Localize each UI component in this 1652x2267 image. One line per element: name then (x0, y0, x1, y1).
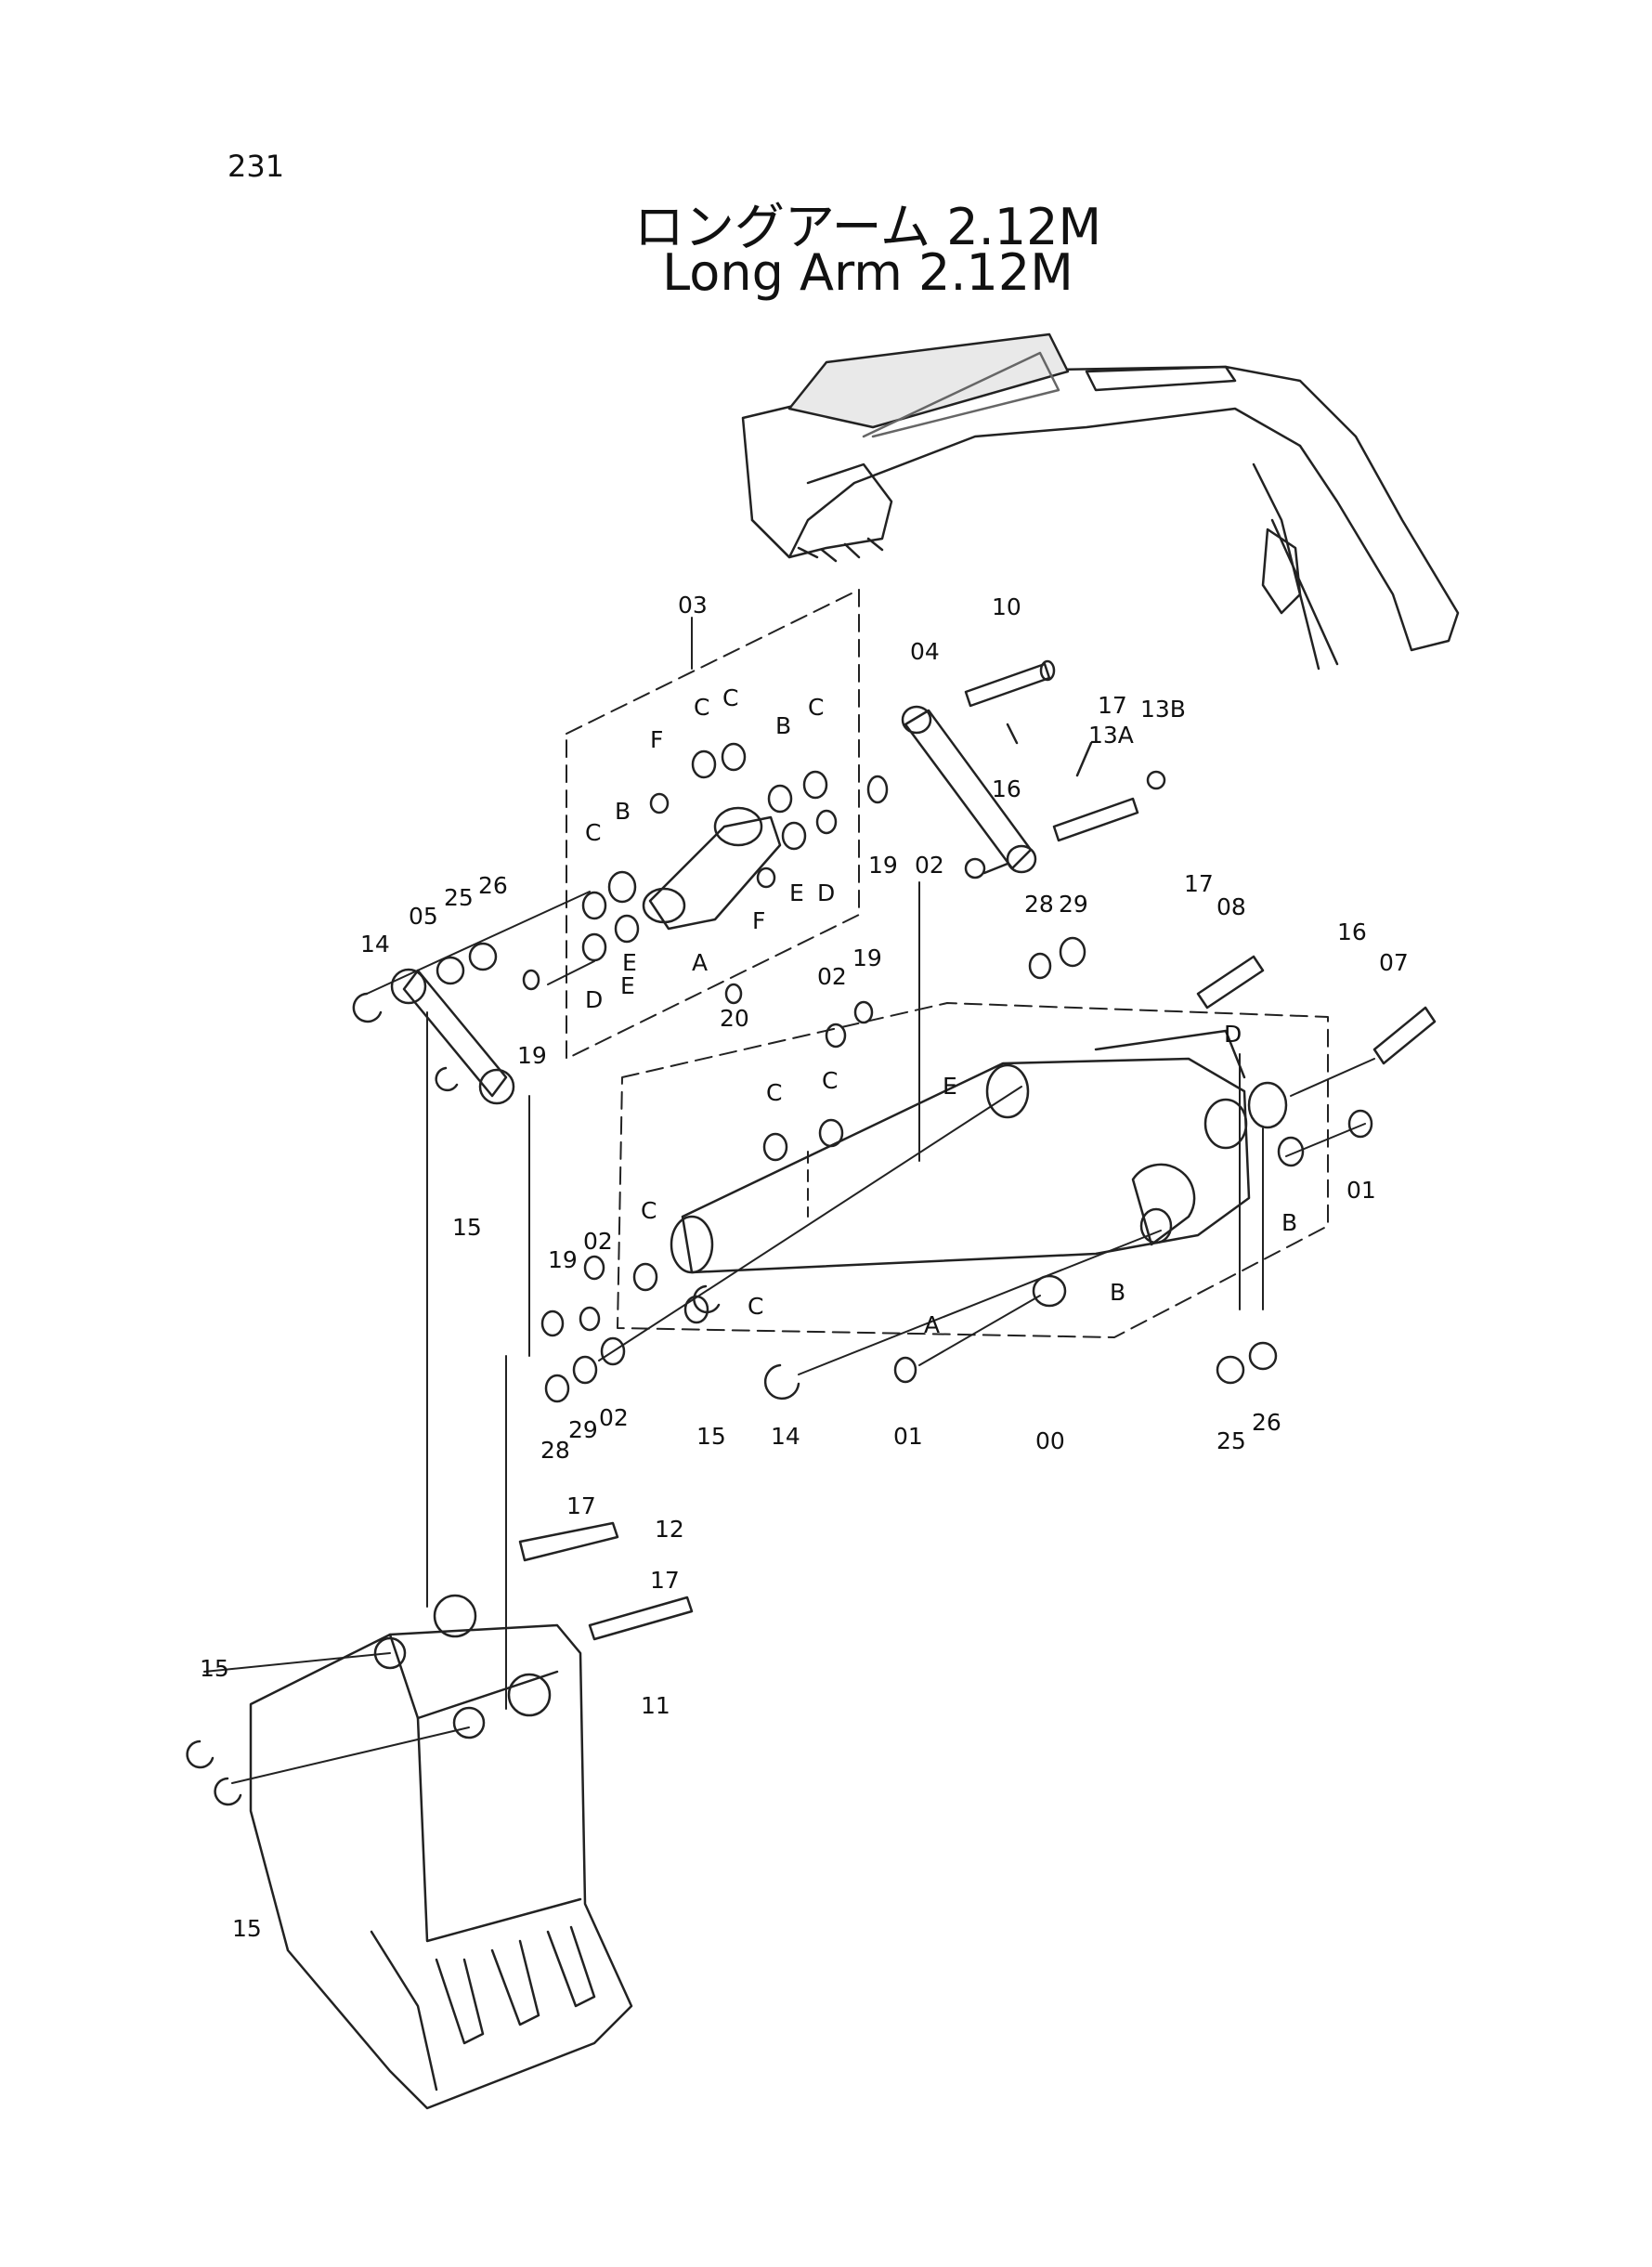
callout-label: B (615, 798, 631, 825)
machine-overview-illustration (741, 332, 1460, 671)
bucket-illustration (186, 1521, 694, 2110)
long-arm-00-part (681, 1057, 1251, 1274)
callout-label: 13A (1088, 722, 1134, 749)
callout-label: 08 (1216, 893, 1246, 920)
callout-label: 29 (1059, 891, 1088, 918)
callout-label: 05 (409, 903, 438, 930)
callout-label: 26 (1252, 1409, 1281, 1436)
callout-label: 25 (1216, 1427, 1246, 1454)
callout-label: 11 (641, 1692, 670, 1719)
callout-label: 17 (650, 1567, 680, 1594)
pin-07-part (1372, 1006, 1437, 1065)
callout-label: C (822, 1067, 838, 1094)
callout-label: 04 (910, 638, 940, 665)
group-03-bushings (581, 742, 889, 962)
callout-label: C (808, 694, 824, 721)
page-title-japanese: ロングアーム 2.12M (633, 198, 1102, 256)
callout-label: 19 (852, 945, 882, 971)
callout-label: C (585, 819, 601, 846)
callout-label: 02 (817, 963, 847, 990)
callout-label: 02 (583, 1228, 613, 1255)
callout-label: 07 (1379, 949, 1409, 976)
callout-label: D (817, 879, 835, 906)
callout-label: 19 (868, 852, 898, 879)
callout-label: 16 (992, 775, 1021, 802)
link-03-part (648, 815, 782, 931)
callout-label: C (694, 694, 709, 721)
callout-label: 28 (1024, 891, 1054, 918)
callout-label: B (1281, 1209, 1297, 1236)
pin-10-part (964, 662, 1051, 708)
callout-label: 17 (1098, 692, 1127, 719)
callout-label: F (752, 907, 765, 934)
callout-label: C (748, 1293, 763, 1320)
callout-label: C (722, 684, 738, 711)
callout-label: F (650, 726, 663, 753)
callout-label: 02 (915, 852, 944, 879)
callout-label: 19 (548, 1246, 578, 1273)
callout-label: 26 (478, 872, 508, 899)
pin-13a-part (1052, 797, 1139, 842)
group-03-boundary (566, 589, 860, 1060)
callout-label: 25 (444, 884, 474, 911)
arm-bushings (540, 936, 1373, 1403)
callout-label: 15 (452, 1214, 482, 1241)
callout-label: A (692, 949, 708, 976)
link-05-part (402, 969, 508, 1098)
callout-label: 15 (696, 1423, 726, 1450)
callout-label: B (1110, 1279, 1125, 1306)
callout-label: B (775, 712, 791, 739)
callout-label: 13B (1140, 696, 1186, 723)
callout-label: 16 (1337, 919, 1367, 945)
callout-label: 20 (720, 1005, 749, 1032)
callout-label: A (924, 1311, 940, 1338)
callout-label: 19 (517, 1042, 547, 1069)
callout-label: 28 (540, 1437, 570, 1464)
callout-label: 14 (771, 1423, 800, 1450)
callout-label: D (585, 986, 603, 1013)
callout-label: 17 (566, 1492, 596, 1519)
callout-label: 29 (568, 1416, 598, 1443)
page-number: 231 (228, 149, 285, 184)
callout-label: E (943, 1073, 957, 1100)
callout-label: 02 (599, 1404, 629, 1431)
callout-label: C (641, 1197, 657, 1224)
callout-label: E (622, 949, 637, 976)
callout-labels: 03 10 04 17 13A 13B C C F B C 16 19 D E … (200, 592, 1409, 1942)
callout-label: 00 (1035, 1427, 1065, 1454)
callout-label: 12 (655, 1516, 684, 1543)
pin-08-part (1196, 955, 1265, 1010)
callout-label: C (766, 1079, 782, 1106)
callout-label: E (789, 879, 804, 906)
callout-label: 14 (360, 931, 390, 958)
group-00-boundary (617, 1002, 1329, 1338)
callout-label: 10 (992, 593, 1021, 620)
page-title-english: Long Arm 2.12M (662, 243, 1073, 302)
callout-label: D (1224, 1021, 1242, 1048)
callout-label: 15 (200, 1655, 229, 1682)
callout-label: E (620, 972, 635, 999)
callout-label: 17 (1184, 870, 1214, 897)
callout-label: 15 (232, 1915, 262, 1942)
callout-label: 01 (1346, 1177, 1376, 1204)
callout-label: 01 (893, 1423, 923, 1450)
callout-label: 03 (678, 592, 708, 619)
